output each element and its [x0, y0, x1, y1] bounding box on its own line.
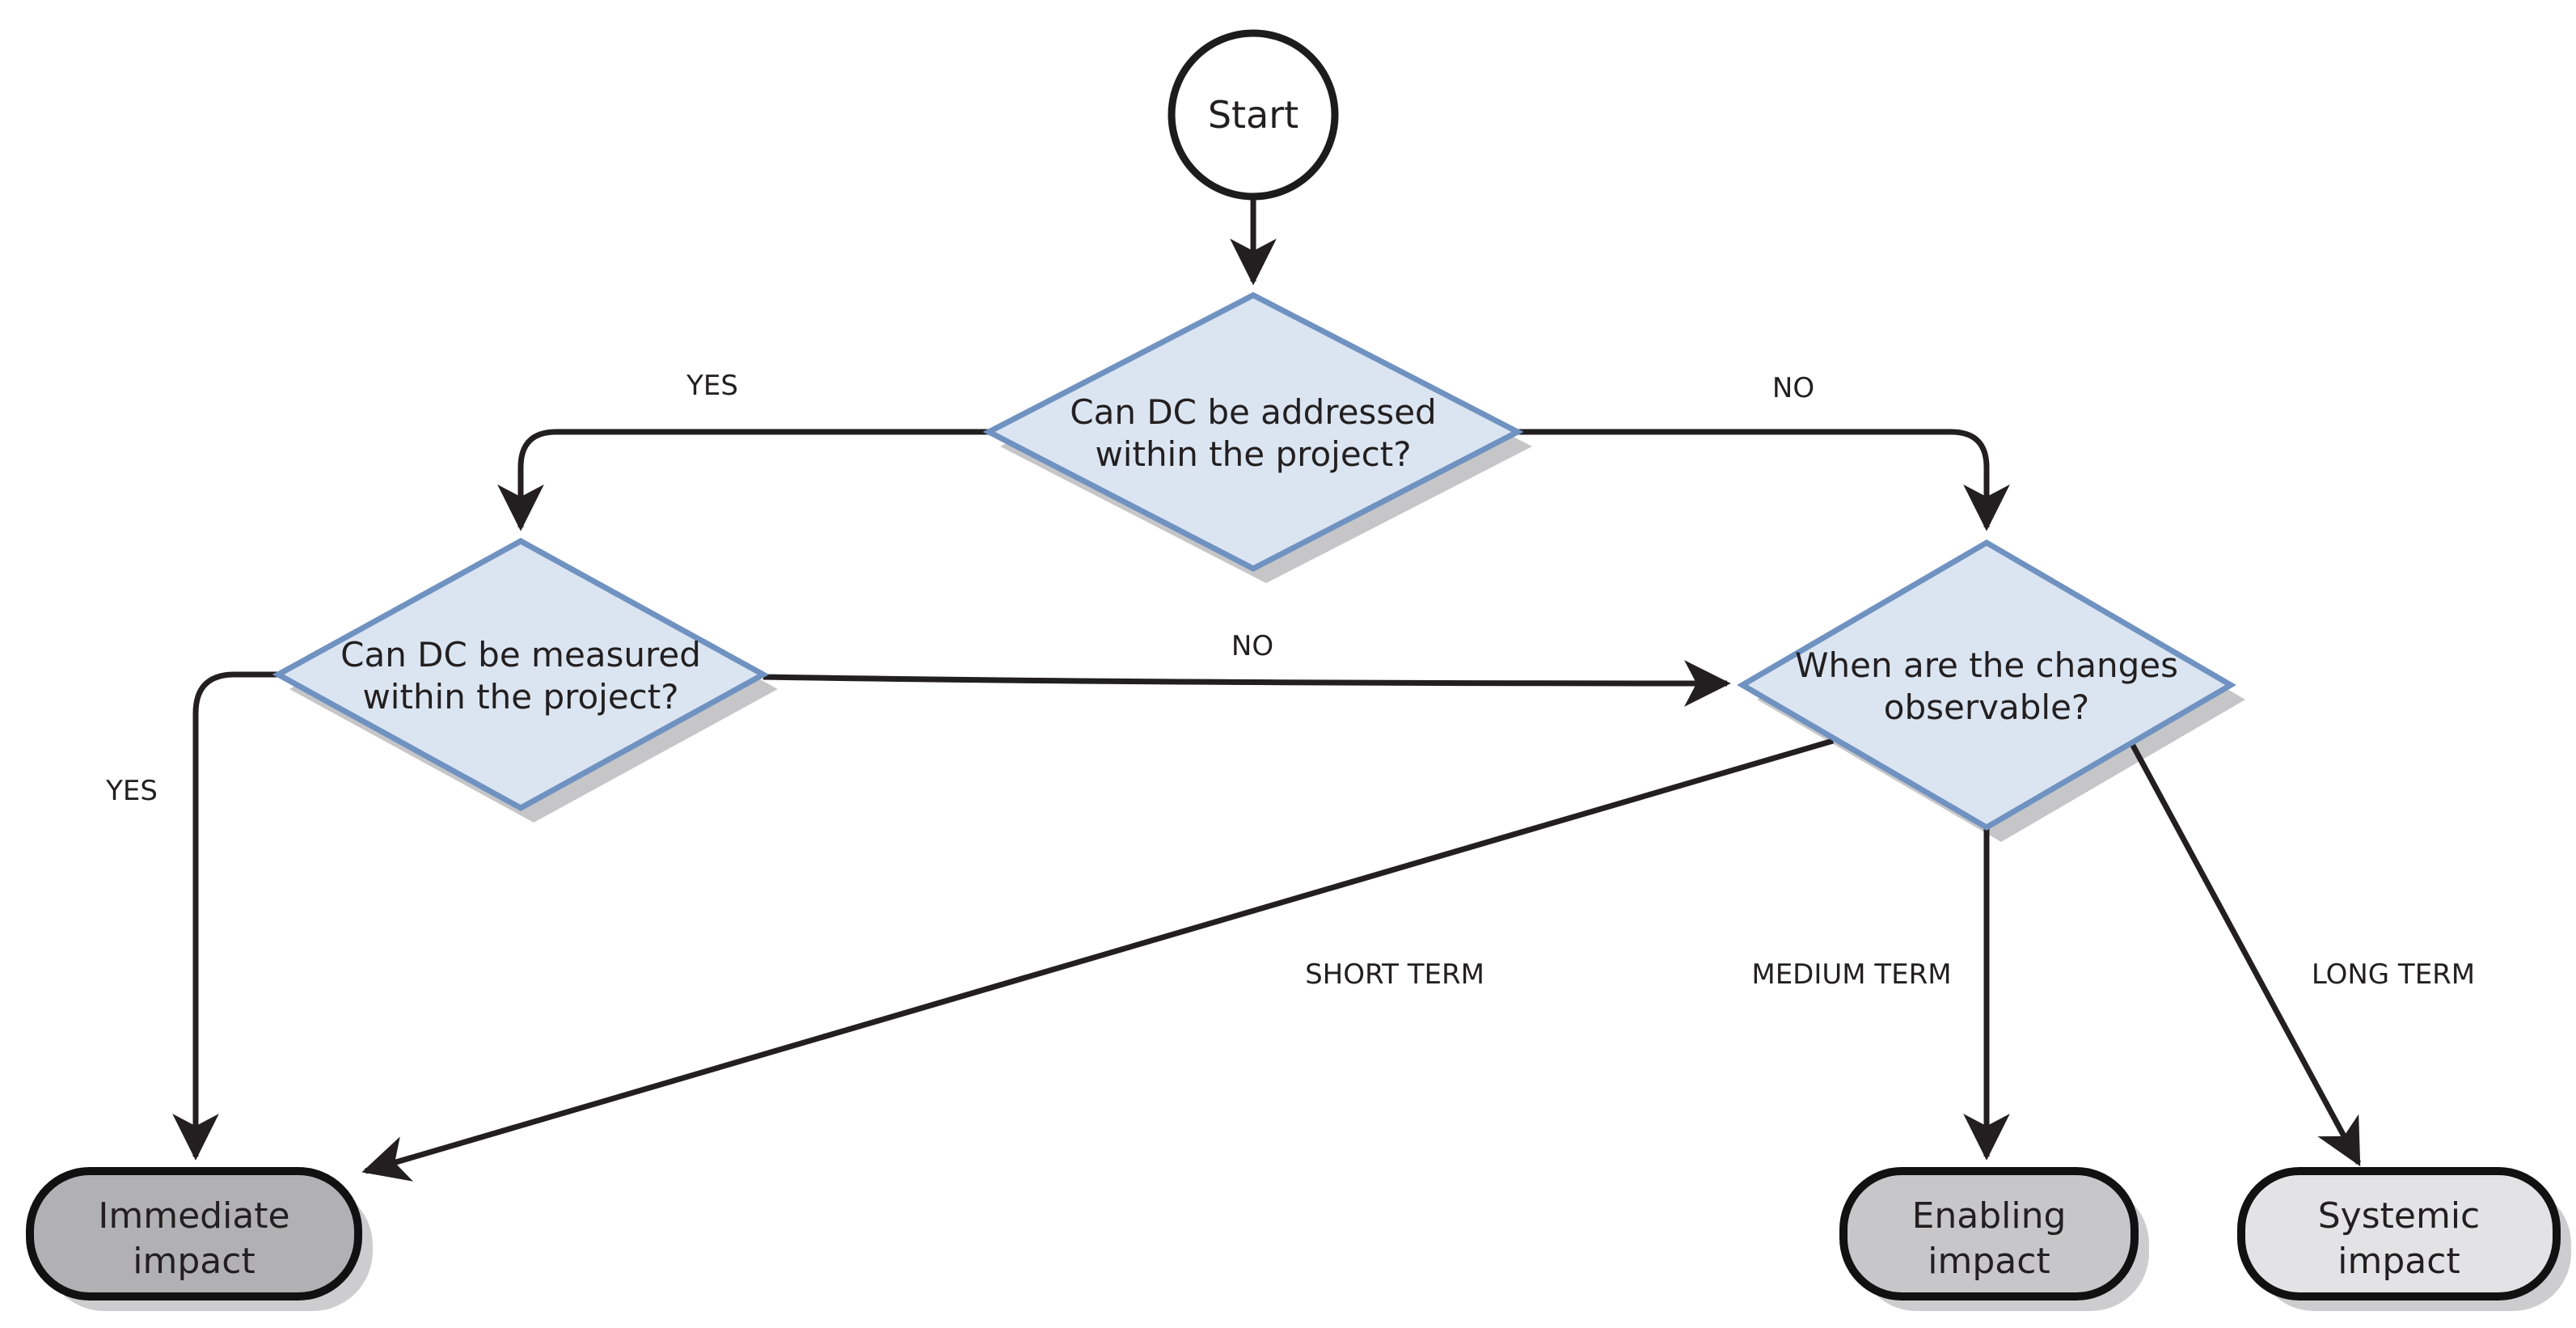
outcome-immediate-line2: impact — [133, 1241, 255, 1282]
decision-observable-line1: When are the changes — [1795, 645, 2178, 685]
label-short-term: SHORT TERM — [1305, 958, 1484, 991]
label-long-term: LONG TERM — [2312, 958, 2475, 991]
decision-addressed-line1: Can DC be addressed — [1070, 392, 1436, 432]
label-yes-left: YES — [105, 775, 158, 807]
start-label: Start — [1208, 93, 1299, 137]
outcome-enabling — [1839, 1167, 2139, 1301]
label-no-mid: NO — [1231, 630, 1273, 662]
outcome-systemic-line1: Systemic — [2318, 1195, 2481, 1237]
decision-observable-line2: observable? — [1884, 687, 2089, 727]
edge-long-term-to-systemic — [2128, 741, 2362, 1167]
edge-short-term-to-immediate — [361, 738, 1834, 1182]
label-medium-term: MEDIUM TERM — [1751, 958, 1951, 991]
edge-yes-to-measured — [497, 429, 989, 531]
outcome-immediate — [26, 1167, 362, 1301]
label-no-top: NO — [1772, 372, 1814, 404]
label-yes-top: YES — [686, 370, 738, 402]
decision-observable — [1737, 539, 2236, 831]
outcome-immediate-line1: Immediate — [98, 1195, 289, 1237]
outcome-systemic — [2237, 1167, 2561, 1301]
decision-measured-line2: within the project? — [362, 677, 678, 717]
decision-addressed-line2: within the project? — [1095, 434, 1411, 474]
outcome-enabling-line2: impact — [1928, 1241, 2050, 1282]
decision-measured — [272, 538, 770, 811]
decision-measured-line1: Can DC be measured — [340, 635, 701, 675]
start-node — [1168, 29, 1339, 201]
edge-no-to-observable — [1518, 429, 2010, 531]
decision-addressed — [982, 292, 1524, 572]
edge-no-measured-to-observable — [762, 660, 1731, 707]
outcome-systemic-line2: impact — [2337, 1241, 2460, 1282]
edge-yes-to-immediate — [172, 671, 278, 1161]
outcome-enabling-line1: Enabling — [1912, 1195, 2067, 1237]
